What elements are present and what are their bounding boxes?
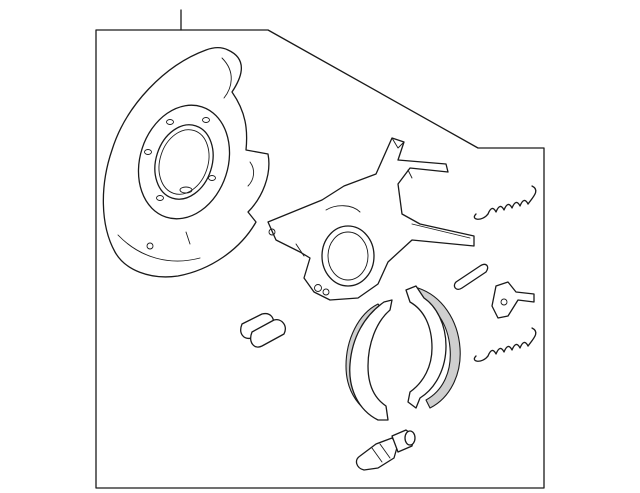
upper-return-spring	[473, 185, 537, 220]
adjuster-strut	[453, 263, 489, 290]
caliper-bracket	[267, 137, 475, 301]
lower-return-spring	[473, 327, 537, 362]
backing-plate	[102, 47, 270, 278]
hold-down-pin	[355, 429, 416, 471]
adjuster-lever	[491, 281, 535, 319]
diagram-frame	[95, 9, 545, 489]
brake-shoe-right	[405, 285, 461, 409]
brake-shoe-left	[345, 299, 393, 421]
shoe-hold-down-clips	[240, 312, 286, 348]
